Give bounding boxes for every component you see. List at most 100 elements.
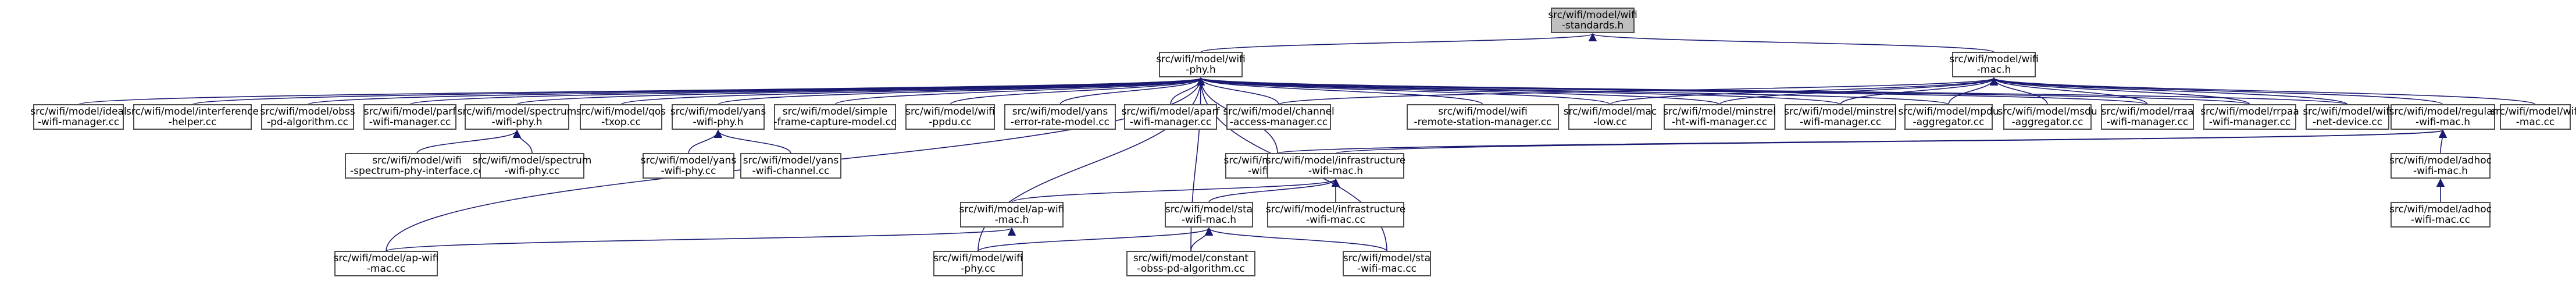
node-box [2003,104,2092,130]
node-label-line2: -mac.h [1977,64,2011,76]
edge-line [2438,129,2447,154]
node-infra_h[interactable]: src/wifi/model/infrastructure-wifi-mac.h [1266,153,1405,179]
node-constant[interactable]: src/wifi/model/constant-obss-pd-algorith… [1126,251,1255,276]
node-rraa[interactable]: src/wifi/model/rraa-wifi-manager.cc [2101,104,2194,130]
node-msdu[interactable]: src/wifi/model/msdu-aggregator.cc [1997,104,2097,130]
node-interference[interactable]: src/wifi/model/interference-helper.cc [126,104,259,130]
edge-line [1197,77,1720,105]
edge-wifimac_cc-to-wifimac_h [1990,77,2536,105]
node-wifiphy_h[interactable]: src/wifi/model/wifi-phy.h [1156,52,1246,77]
edge-line [1990,77,2536,105]
node-ideal[interactable]: src/wifi/model/ideal-wifi-manager.cc [30,104,127,130]
node-label-line1: src/wifi/model/interference [126,106,259,118]
node-spectrum_h[interactable]: src/wifi/model/spectrum-wifi-phy.h [458,104,577,130]
node-maclow[interactable]: src/wifi/model/mac-low.cc [1564,104,1657,130]
node-adhoc_cc[interactable]: src/wifi/model/adhoc-wifi-mac.cc [2389,202,2492,228]
node-rrpaa[interactable]: src/wifi/model/rrpaa-wifi-manager.cc [2200,104,2299,130]
edge-line [1610,77,1998,105]
node-label-line1: src/wifi/model/simple [783,106,887,118]
edge-line [1197,77,2348,105]
node-remote[interactable]: src/wifi/model/wifi-remote-station-manag… [1407,104,1559,130]
node-label-line2: -wifi-manager.cc [369,116,451,128]
node-parf[interactable]: src/wifi/model/parf-wifi-manager.cc [363,104,456,130]
node-label-line2: -wifi-mac.h [2413,165,2468,177]
node-wifiphy_cc[interactable]: src/wifi/model/wifi-phy.cc [933,251,1023,276]
node-minwifi[interactable]: src/wifi/model/minstrel-wifi-manager.cc [1784,104,1897,130]
node-aparf[interactable]: src/wifi/model/aparf-wifi-manager.cc [1122,104,1221,130]
node-label-line1: src/wifi/model/mac [1564,106,1657,118]
node-spectrum_if[interactable]: src/wifi/model/wifi-spectrum-phy-interfa… [345,153,489,179]
edge-channel-to-wifimac_h [1278,77,1998,105]
node-sta_cc[interactable]: src/wifi/model/sta-wifi-mac.cc [1343,251,1431,276]
edge-adhoc_h-to-regular_h [2438,129,2447,154]
node-label-line1: src/wifi/model/qos [576,106,666,118]
node-label-line1: src/wifi/model/msdu [1997,106,2097,118]
node-box [1343,251,1431,276]
node-label-line1: src/wifi/model/wifi [1949,54,2039,65]
node-obss[interactable]: src/wifi/model/obss-pd-algorithm.cc [260,104,355,130]
node-wifimac_h[interactable]: src/wifi/model/wifi-mac.h [1949,52,2039,77]
edge-minwifi-to-wifimac_h [1840,77,1999,105]
node-label-line2: -mac.cc [367,263,406,275]
edge-line [977,227,1213,252]
node-box [2391,104,2495,130]
node-box [480,153,584,179]
node-qos[interactable]: src/wifi/model/qos-txop.cc [576,104,666,130]
node-channel[interactable]: src/wifi/model/channel-access-manager.cc [1223,104,1335,130]
node-root: src/wifi/model/wifi-standards.h [1548,8,1637,33]
node-label-line2: -wifi-channel.cc [752,165,830,177]
edge-line [1011,178,1340,203]
edge-line [1278,77,1998,105]
node-ap_h[interactable]: src/wifi/model/ap-wifi-mac.h [959,202,1065,228]
node-ap_cc[interactable]: src/wifi/model/ap-wifi-mac.cc [334,251,439,276]
node-label-line2: -mac.cc [2516,116,2555,128]
node-label-line1: src/wifi/model/wifi [1156,54,1246,65]
node-yanschan[interactable]: src/wifi/model/yans-wifi-channel.cc [740,153,841,179]
edge-line [718,77,1205,105]
node-label-line2: -frame-capture-model.cc [774,116,897,128]
node-netdev[interactable]: src/wifi/model/wifi-net-device.cc [2303,104,2392,130]
node-box [580,104,662,130]
edge-line [1989,77,2148,105]
node-label-line1: src/wifi/model/mpdu [1898,106,1999,118]
node-label-line2: -wifi-mac.cc [1306,214,1365,226]
node-label-line2: -error-rate-model.cc [1011,116,1109,128]
edge-parf-to-wifiphy_h [409,77,1205,105]
edge-sta_h-to-infra_h [1208,178,1340,203]
edge-regular_h-to-wifimac_h [1990,77,2443,105]
node-yans_h[interactable]: src/wifi/model/yans-wifi-phy.h [670,104,766,130]
node-label-line1: src/wifi/model/adhoc [2389,204,2492,215]
node-label-line2: -net-device.cc [2313,116,2382,128]
node-box [1904,104,1993,130]
node-sta_h[interactable]: src/wifi/model/sta-wifi-mac.h [1165,202,1253,228]
edge-line [1335,129,2446,154]
edge-spectrum_cc-to-spectrum_h [512,129,533,154]
node-label-line1: src/wifi/model/ap-wifi [959,204,1065,215]
node-label-line2: -wifi-manager.cc [2209,116,2291,128]
node-box [1664,104,1775,130]
node-minhtwifi[interactable]: src/wifi/model/minstrel-ht-wifi-manager.… [1663,104,1776,130]
node-box [740,153,841,179]
node-adhoc_h[interactable]: src/wifi/model/adhoc-wifi-mac.h [2389,153,2492,179]
node-simple[interactable]: src/wifi/model/simple-frame-capture-mode… [774,104,897,130]
node-regular_h[interactable]: src/wifi/model/regular-wifi-mac.h [2389,104,2497,130]
node-wifimac_cc[interactable]: src/wifi/model/wifi-mac.cc [2491,104,2576,130]
node-yanserr[interactable]: src/wifi/model/yans-error-rate-model.cc [1004,104,1116,130]
node-mpdu[interactable]: src/wifi/model/mpdu-aggregator.cc [1898,104,1999,130]
edge-sta_cc-to-sta_h [1205,227,1387,252]
edge-yans_h-to-wifiphy_h [718,77,1205,105]
node-yansphy_cc[interactable]: src/wifi/model/yans-wifi-phy.cc [641,153,737,179]
edge-line [512,129,533,154]
node-label-line1: src/wifi/model/wifi [372,155,462,166]
node-label-line2: -wifi-mac.h [1308,165,1363,177]
node-label-line1: src/wifi/model/wifi [2303,106,2392,118]
edge-wifimac_h-to-root [1589,33,1995,53]
node-box [905,104,995,130]
node-infra_cc[interactable]: src/wifi/model/infrastructure-wifi-mac.c… [1266,202,1405,228]
node-ppdu[interactable]: src/wifi/model/wifi-ppdu.cc [905,104,995,130]
edge-maclow-to-wifimac_h [1610,77,1998,105]
edge-line [1197,77,1949,105]
node-spectrum_cc[interactable]: src/wifi/model/spectrum-wifi-phy.cc [473,153,592,179]
node-label-line2: -wifi-phy.cc [661,165,716,177]
node-label-line1: src/wifi/model/wifi [933,253,1023,264]
